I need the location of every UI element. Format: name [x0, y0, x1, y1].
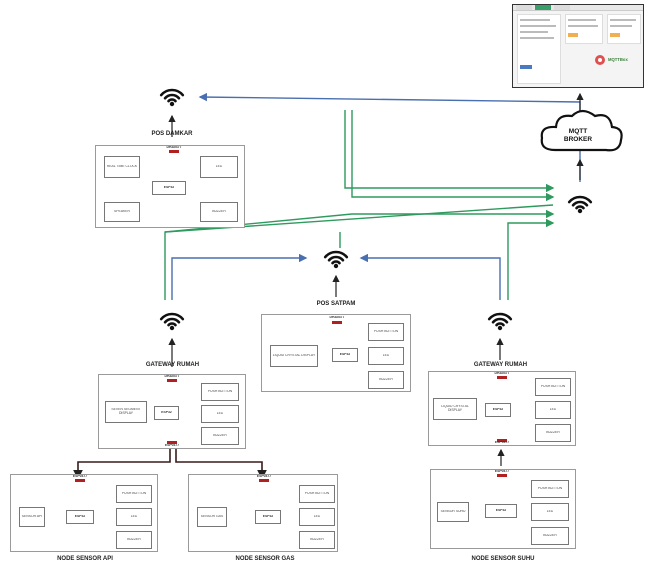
node-gas-esp32: ESP32 — [255, 510, 281, 524]
gateway-right-title: GATEWAY RUMAH — [473, 362, 528, 368]
node-api-buzzer: BUZZER — [116, 531, 152, 549]
pos-satpam-pin — [332, 321, 342, 324]
node-api-pin-label: ESP0477 — [72, 475, 88, 478]
gateway-left-pin-top-label: DHA0477 — [164, 375, 180, 378]
node-suhu-box: ESP0477 SENSOR SUHU ESP32 PUSH BUTTON LE… — [430, 469, 576, 549]
node-api-sensor: SENSOR API — [19, 507, 45, 527]
node-suhu-led: LED — [531, 503, 569, 521]
link-gateway-right-to-broker — [507, 218, 555, 300]
node-suhu-esp32: ESP32 — [485, 504, 517, 518]
wire-gateway-to-node-gas — [175, 448, 267, 480]
gateway-left-push-button: PUSH BUTTON — [201, 383, 239, 401]
pos-damkar-pin-label: DHA0477 — [166, 146, 182, 149]
gateway-right-pin-bottom — [497, 439, 507, 442]
mqtt-broker-label: MQTT BROKER — [563, 128, 593, 143]
pos-damkar-title: POS DAMKAR — [151, 131, 193, 137]
mqtt-broker-cloud — [540, 109, 623, 152]
pos-damkar-pin — [169, 150, 179, 153]
wifi-pos-damkar-icon — [159, 88, 185, 107]
gateway-left-buzzer: BUZZER — [201, 427, 239, 445]
mqttbox-brand: MQTTBox — [608, 57, 628, 62]
pos-satpam-box: DHA0477 LIQUID CRYSTAL DISPLAY ESP32 PUS… — [261, 314, 411, 392]
gateway-right-pin-bottom-label: ESP0477 — [494, 441, 510, 444]
gateway-left-esp32: ESP32 — [154, 406, 179, 420]
node-api-pin — [75, 479, 85, 482]
link-gateway-right-to-pos-satpam — [359, 253, 501, 300]
node-gas-sensor: SENSOR GAS — [197, 507, 227, 527]
gateway-left-display: SEVEN SEGMENT DISPLAY — [105, 401, 147, 423]
screenshot-blue-button — [520, 65, 532, 69]
pos-damkar-led: LED — [200, 156, 238, 178]
gateway-right-buzzer: BUZZER — [535, 424, 571, 442]
pos-satpam-push-button: PUSH BUTTON — [368, 323, 404, 341]
link-broker-to-pos-damkar — [198, 92, 581, 182]
pos-satpam-buzzer: BUZZER — [368, 371, 404, 389]
node-gas-led: LED — [299, 508, 335, 526]
screenshot-orange-button — [610, 33, 620, 37]
wire-gateway-to-node-api — [73, 448, 171, 480]
gateway-left-title: GATEWAY RUMAH — [145, 362, 200, 368]
gateway-right-esp32: ESP32 — [485, 403, 511, 417]
node-api-title: NODE SENSOR API — [57, 556, 113, 562]
link-pos-satpam-to-broker — [351, 110, 555, 202]
node-suhu-buzzer: BUZZER — [531, 527, 569, 545]
node-gas-push-button: PUSH BUTTON — [299, 485, 335, 503]
wifi-gateway-right-icon — [487, 312, 513, 331]
gateway-left-pin-bottom-label: ESP0477 — [164, 444, 180, 447]
wifi-gateway-left-icon — [159, 312, 185, 331]
gateway-right-box: DHA0477 LIQUID CRYSTAL DISPLAY ESP32 PUS… — [428, 371, 576, 446]
node-gas-box: ESP0477 SENSOR GAS ESP32 PUSH BUTTON LED… — [188, 474, 338, 552]
gateway-right-pin-top-label: DHA0477 — [494, 372, 510, 375]
node-gas-pin — [259, 479, 269, 482]
gateway-right-pin-top — [497, 376, 507, 379]
node-api-esp32: ESP32 — [66, 510, 94, 524]
node-suhu-pin-label: ESP0477 — [494, 470, 510, 473]
screenshot-tab-bar — [513, 5, 643, 11]
gateway-left-pin-bottom — [167, 441, 177, 444]
gateway-right-push-button: PUSH BUTTON — [535, 378, 571, 396]
screenshot-tab — [516, 5, 532, 10]
node-suhu-pin — [497, 474, 507, 477]
node-suhu-push-button: PUSH BUTTON — [531, 480, 569, 498]
gateway-right-led: LED — [535, 401, 571, 419]
pos-damkar-buzzer: BUZZER — [200, 202, 238, 222]
node-suhu-sensor: SENSOR SUHU — [437, 502, 469, 522]
gateway-left-box: DHA0477 SEVEN SEGMENT DISPLAY ESP32 PUSH… — [98, 374, 246, 449]
pos-damkar-esp32: ESP32 — [152, 181, 186, 195]
gateway-left-led: LED — [201, 405, 239, 423]
pos-satpam-lcd: LIQUID CRYSTAL DISPLAY — [270, 345, 318, 367]
mqttbox-screenshot: MQTTBox — [512, 4, 644, 88]
pos-damkar-rtc: REAL TIME CLOCK — [104, 156, 140, 178]
node-gas-pin-label: ESP0477 — [256, 475, 272, 478]
pos-damkar-box: DHA0477 REAL TIME CLOCK ESP32 LED SPEAKE… — [95, 145, 245, 228]
screenshot-tab — [554, 5, 570, 10]
wifi-broker-icon — [567, 195, 593, 214]
node-api-box: ESP0477 SENSOR API ESP32 PUSH BUTTON LED… — [10, 474, 158, 552]
pos-satpam-pin-label: DHA0477 — [329, 316, 345, 319]
screenshot-tab-active — [535, 5, 551, 10]
pos-satpam-title: POS SATPAM — [316, 301, 356, 307]
node-gas-title: NODE SENSOR GAS — [235, 556, 295, 562]
pos-satpam-led: LED — [368, 347, 404, 365]
pos-damkar-speaker: SPEAKER — [104, 202, 140, 222]
gateway-left-pin-top — [167, 379, 177, 382]
wifi-pos-satpam-icon — [323, 250, 349, 269]
pos-satpam-esp32: ESP32 — [332, 348, 358, 362]
link-pos-damkar-to-broker — [344, 110, 555, 193]
node-api-led: LED — [116, 508, 152, 526]
screenshot-orange-button — [568, 33, 578, 37]
link-gateway-left-to-pos-satpam — [171, 253, 308, 300]
node-suhu-title: NODE SENSOR SUHU — [471, 556, 535, 562]
node-api-push-button: PUSH BUTTON — [116, 485, 152, 503]
node-gas-buzzer: BUZZER — [299, 531, 335, 549]
gateway-right-lcd: LIQUID CRYSTAL DISPLAY — [433, 398, 477, 420]
mqttbox-logo-icon — [595, 55, 605, 65]
